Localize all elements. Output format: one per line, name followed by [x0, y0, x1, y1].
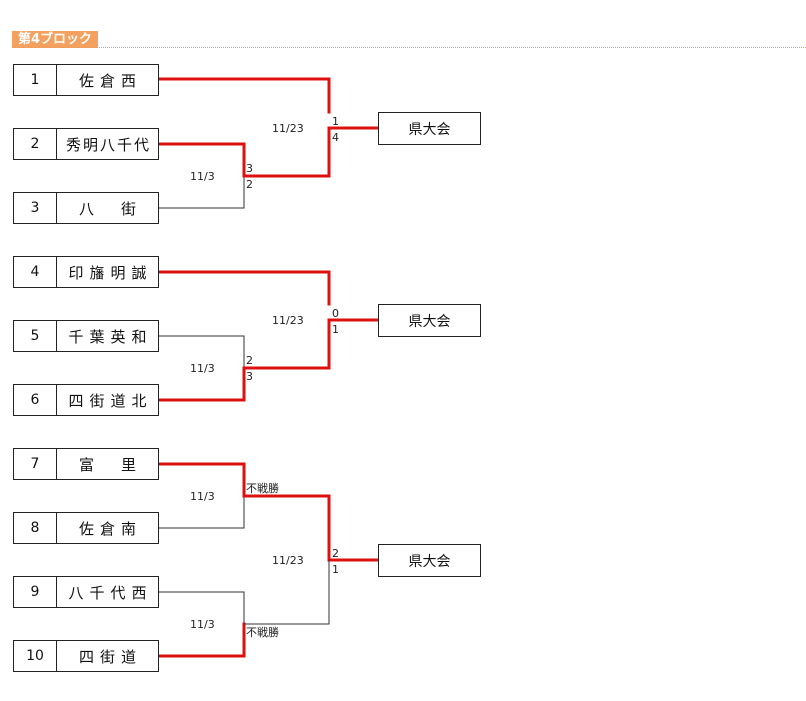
team-name: 印旛明誠 — [68, 263, 153, 282]
team-box: 3 八 街 — [13, 192, 159, 224]
score: 2 — [246, 354, 253, 367]
team-name: 四街道 — [78, 647, 142, 666]
bracket-line — [157, 462, 246, 498]
score: 0 — [332, 307, 339, 320]
score: 1 — [332, 563, 339, 576]
team-seed: 3 — [14, 193, 57, 223]
team-name: 四街道北 — [68, 391, 153, 410]
team-seed: 5 — [14, 321, 57, 351]
score: 2 — [246, 178, 253, 191]
result-box: 県大会 — [378, 304, 481, 337]
bracket-line — [157, 77, 331, 114]
match-date: 11/23 — [272, 314, 304, 327]
team-seed: 2 — [14, 129, 57, 159]
team-name: 佐倉南 — [78, 519, 142, 538]
team-seed: 10 — [14, 641, 57, 671]
team-seed: 9 — [14, 577, 57, 607]
team-box: 4 印旛明誠 — [13, 256, 159, 288]
team-seed: 6 — [14, 385, 57, 415]
bracket-line — [157, 622, 246, 658]
match-date: 11/3 — [190, 170, 215, 183]
score: 不戦勝 — [246, 626, 279, 639]
team-name: 八千代西 — [68, 583, 153, 602]
bracket-line — [157, 366, 246, 402]
team-seed: 1 — [14, 65, 57, 95]
match-date: 11/3 — [190, 362, 215, 375]
bracket-line — [157, 270, 331, 306]
score: 不戦勝 — [246, 482, 279, 495]
score: 3 — [246, 162, 253, 175]
score: 4 — [332, 131, 339, 144]
title-divider — [12, 47, 806, 48]
result-box: 県大会 — [378, 544, 481, 577]
team-seed: 4 — [14, 257, 57, 287]
team-seed: 8 — [14, 513, 57, 543]
team-name: 千葉英和 — [68, 327, 153, 346]
team-name: 秀明八千代 — [65, 135, 151, 154]
team-box: 10 四街道 — [13, 640, 159, 672]
bracket-line — [157, 142, 246, 178]
bracket-line — [158, 175, 245, 209]
match-date: 11/23 — [272, 554, 304, 567]
match-date: 11/23 — [272, 122, 304, 135]
team-box: 7 富 里 — [13, 448, 159, 480]
match-date: 11/3 — [190, 490, 215, 503]
team-seed: 7 — [14, 449, 57, 479]
bracket-line — [158, 335, 245, 369]
score: 2 — [332, 547, 339, 560]
team-box: 8 佐倉南 — [13, 512, 159, 544]
bracket-line — [158, 495, 245, 529]
bracket-line — [158, 591, 245, 625]
team-name: 佐倉西 — [78, 71, 142, 90]
bracket-line — [242, 126, 380, 178]
team-box: 1 佐倉西 — [13, 64, 159, 96]
team-box: 5 千葉英和 — [13, 320, 159, 352]
score: 1 — [332, 323, 339, 336]
bracket-line — [242, 494, 380, 562]
block-title: 第4ブロック — [12, 31, 99, 48]
team-box: 9 八千代西 — [13, 576, 159, 608]
score: 3 — [246, 370, 253, 383]
bracket-line — [243, 559, 330, 625]
result-box: 県大会 — [378, 112, 481, 145]
team-name: 八 街 — [78, 199, 142, 218]
team-name: 富 里 — [78, 455, 142, 474]
match-date: 11/3 — [190, 618, 215, 631]
team-box: 2 秀明八千代 — [13, 128, 159, 160]
score: 1 — [332, 115, 339, 128]
team-box: 6 四街道北 — [13, 384, 159, 416]
bracket-line — [242, 318, 380, 370]
